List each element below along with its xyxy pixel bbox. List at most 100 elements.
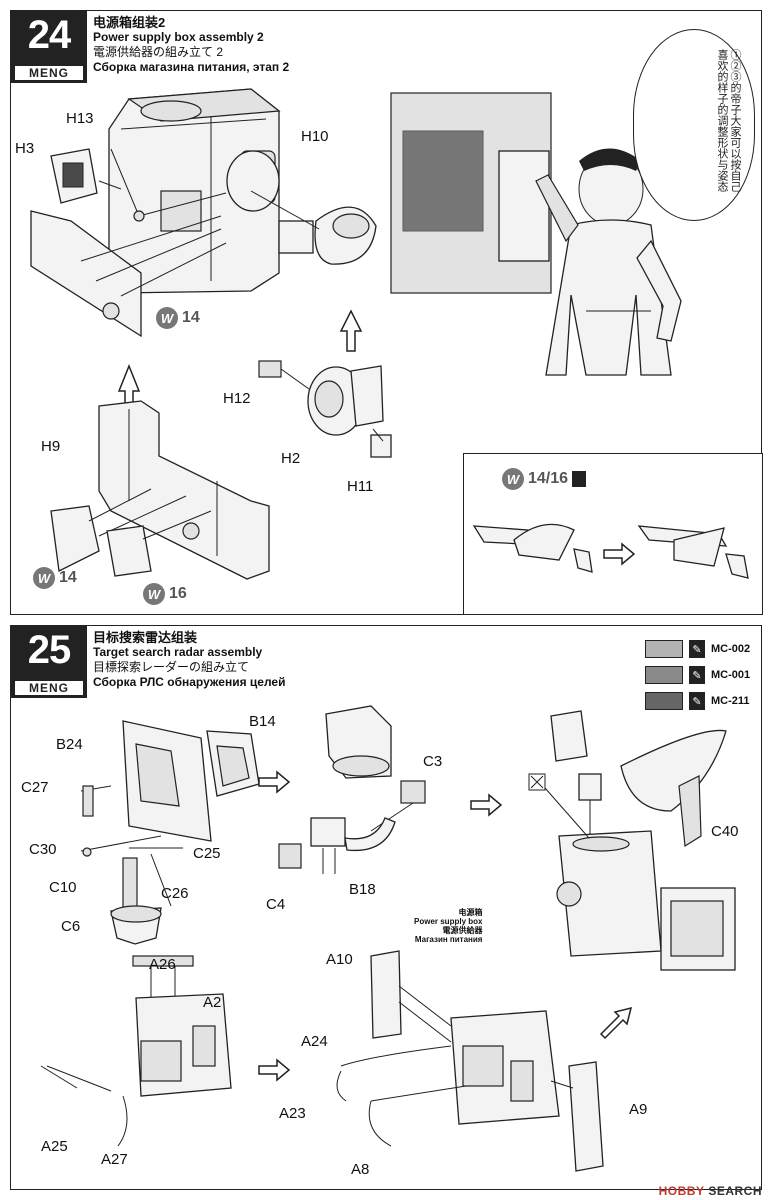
- power-box-body: [108, 88, 281, 294]
- label-h2: H2: [281, 450, 300, 467]
- label-c27: C27: [21, 779, 49, 796]
- detail-box: W 14/16: [463, 453, 763, 615]
- part-radar-panel: [550, 710, 588, 762]
- glue-number: 14/16: [528, 470, 569, 487]
- watermark-brand: HOBBY: [658, 1184, 705, 1198]
- step-24-titles: 电源箱组装2 Power supply box assembly 2 電源供給器…: [93, 15, 289, 75]
- label-h9: H9: [41, 438, 60, 455]
- label-h12: H12: [223, 390, 251, 407]
- plate-w14: [50, 505, 100, 572]
- label-a9: A9: [629, 1101, 647, 1118]
- speech-bubble: [633, 29, 755, 221]
- glue-number: 16: [169, 585, 187, 602]
- glue-badge-w14: W 14: [33, 567, 77, 589]
- label-b18: B18: [349, 881, 376, 898]
- color-code: MC-211: [711, 695, 750, 707]
- label-h11: H11: [347, 478, 373, 495]
- label-c4: C4: [266, 896, 285, 913]
- bend-icon: [572, 471, 587, 487]
- glue-number: 14: [59, 569, 77, 586]
- label-a23: A23: [279, 1105, 306, 1122]
- glue-badge-w14: W 14: [156, 307, 200, 329]
- label-c25: C25: [193, 845, 221, 862]
- label-c40: C40: [711, 823, 739, 840]
- glue-icon: W: [143, 583, 165, 605]
- right-arrow: [603, 542, 636, 566]
- brand-logo: MENG: [15, 66, 83, 80]
- glue-badge-w14-16: W 14/16: [502, 468, 587, 490]
- brand-logo: MENG: [15, 681, 83, 695]
- up-arrow: [339, 309, 363, 352]
- glue-badge-w16: W 16: [143, 583, 187, 605]
- step-24-panel: 24 MENG 电源箱组装2 Power supply box assembly…: [10, 10, 763, 615]
- right-arrow: [258, 1058, 291, 1082]
- label-c26: C26: [161, 885, 189, 902]
- title-jp: 目標探索レーダーの組み立て: [93, 660, 250, 674]
- title-ru: Сборка РЛС обнаружения целей: [93, 675, 286, 689]
- brush-icon: ✎: [689, 640, 705, 658]
- part-c4: [278, 843, 302, 869]
- label-a25: A25: [41, 1138, 68, 1155]
- step-24-badge: 24 MENG: [11, 11, 87, 83]
- step-number: 25: [27, 628, 72, 672]
- part-b18: [344, 817, 396, 852]
- power-box-cn: 电源箱: [458, 908, 483, 917]
- label-h3: H3: [15, 140, 34, 157]
- power-box-jp: 電源供給器: [442, 926, 483, 935]
- label-h13: H13: [66, 110, 94, 127]
- illustration-soldier: [390, 92, 682, 376]
- step-number: 24: [27, 13, 72, 57]
- power-box-label: 电源箱 Power supply box 電源供給器 Магазин питан…: [414, 908, 482, 944]
- step-25-panel: 25 MENG 目标搜索雷达组装 Target search radar ass…: [10, 625, 762, 1190]
- label-a24: A24: [301, 1033, 328, 1050]
- part-h12: [258, 360, 282, 378]
- step-24-diagram: H13 H3 H10 H9 H12 H2 H11: [15, 88, 682, 580]
- label-a2: A2: [203, 994, 221, 1011]
- part-a10: [370, 950, 402, 1039]
- color-code: MC-002: [711, 643, 751, 655]
- power-box-ru: Магазин питания: [414, 935, 483, 944]
- up-arrow: [117, 363, 141, 407]
- label-c10: C10: [49, 879, 77, 896]
- color-swatch: [645, 666, 683, 684]
- title-jp: 電源供給器の組み立て 2: [93, 45, 224, 59]
- step-25-diagram: B14 B24 C27 C30 C25 C10 C26 C6 C3 C4 B18…: [21, 705, 739, 1178]
- title-cn: 目标搜索雷达组装: [93, 630, 198, 645]
- glue-icon: W: [502, 468, 524, 490]
- title-ru: Сборка магазина питания, этап 2: [93, 60, 290, 74]
- label-a27: A27: [101, 1151, 128, 1168]
- title-cn: 电源箱组装2: [93, 15, 166, 30]
- color-swatch: [645, 692, 683, 710]
- part-a26: [132, 955, 194, 967]
- brush-icon: ✎: [689, 692, 705, 710]
- label-h10: H10: [301, 128, 329, 145]
- label-b14: B14: [249, 713, 276, 730]
- color-key-mc002: ✎ MC-002: [645, 640, 750, 658]
- label-a26: A26: [149, 956, 176, 973]
- label-c30: C30: [29, 841, 57, 858]
- label-c6: C6: [61, 918, 80, 935]
- part-h9: [98, 400, 270, 580]
- label-b24: B24: [56, 736, 83, 753]
- step-25-badge: 25 MENG: [11, 626, 87, 698]
- watermark: HOBBY SEARCH: [659, 1184, 762, 1198]
- label-a8: A8: [351, 1161, 369, 1178]
- part-h11: [370, 434, 392, 458]
- color-code: MC-001: [711, 669, 751, 681]
- part-a9: [568, 1061, 604, 1172]
- title-en: Power supply box assembly 2: [93, 30, 264, 44]
- step-25-titles: 目标搜索雷达组装 Target search radar assembly 目標…: [93, 630, 285, 690]
- color-swatch: [645, 640, 683, 658]
- color-key-mc001: ✎ MC-001: [645, 666, 750, 684]
- part-c4-block: [310, 817, 346, 847]
- title-en: Target search radar assembly: [93, 645, 263, 659]
- glue-icon: W: [33, 567, 55, 589]
- brush-icon: ✎: [689, 666, 705, 684]
- plate-w16: [106, 525, 152, 577]
- watermark-rest: SEARCH: [704, 1184, 762, 1198]
- color-key-mc211: ✎ MC-211: [645, 692, 750, 710]
- diag-arrow: [599, 1006, 633, 1040]
- glue-icon: W: [156, 307, 178, 329]
- label-c3: C3: [423, 753, 442, 770]
- right-arrow: [258, 770, 291, 794]
